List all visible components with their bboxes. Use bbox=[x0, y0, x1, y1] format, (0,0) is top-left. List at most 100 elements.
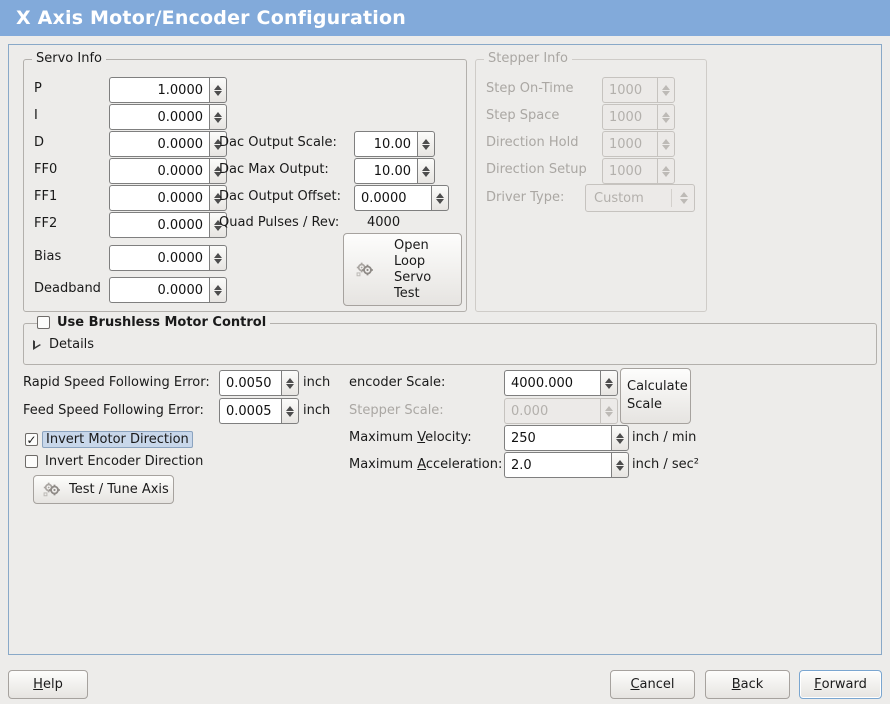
dac-max-output-input[interactable]: 10.00 bbox=[354, 158, 417, 184]
spin-down-icon[interactable] bbox=[214, 117, 222, 123]
spin-down-icon[interactable] bbox=[214, 198, 222, 204]
servo-ff1-spinbutton[interactable]: 0.0000 bbox=[109, 185, 227, 211]
servo-ff1-stepper[interactable] bbox=[209, 185, 227, 211]
chevron-right-icon[interactable] bbox=[33, 339, 41, 350]
servo-ff1-input[interactable]: 0.0000 bbox=[109, 185, 209, 211]
dac-output-scale-spinbutton[interactable]: 10.00 bbox=[354, 131, 435, 157]
spin-up-icon[interactable] bbox=[436, 192, 444, 198]
use-brushless-motor-control-checkbox[interactable]: ✓ Use Brushless Motor Control bbox=[37, 315, 266, 330]
spin-up-icon[interactable] bbox=[422, 165, 430, 171]
servo-bias-input[interactable]: 0.0000 bbox=[109, 245, 209, 271]
feed-following-error-stepper[interactable] bbox=[281, 398, 299, 424]
invert-encoder-direction-checkbox[interactable]: ✓ Invert Encoder Direction bbox=[25, 454, 203, 469]
spin-up-icon[interactable] bbox=[616, 459, 624, 465]
rapid-following-error-input[interactable]: 0.0050 bbox=[219, 370, 281, 396]
help-button-key: H bbox=[33, 677, 43, 692]
maximum-acceleration-stepper[interactable] bbox=[611, 452, 629, 478]
rapid-following-error-stepper[interactable] bbox=[281, 370, 299, 396]
maximum-velocity-spinbutton[interactable]: 250 bbox=[504, 425, 629, 451]
open-loop-servo-test-button[interactable]: Open Loop Servo Test bbox=[343, 233, 462, 306]
servo-d-stepper[interactable] bbox=[209, 131, 227, 157]
servo-ff0-spinbutton[interactable]: 0.0000 bbox=[109, 158, 227, 184]
rapid-following-error-spinbutton[interactable]: 0.0050 bbox=[219, 370, 299, 396]
servo-bias-spinbutton[interactable]: 0.0000 bbox=[109, 245, 227, 271]
spin-up-icon[interactable] bbox=[422, 138, 430, 144]
spin-down-icon[interactable] bbox=[214, 90, 222, 96]
dac-max-output-spinbutton[interactable]: 10.00 bbox=[354, 158, 435, 184]
maximum-acceleration-input[interactable]: 2.0 bbox=[504, 452, 611, 478]
spin-down-icon[interactable] bbox=[214, 290, 222, 296]
feed-following-error-spinbutton[interactable]: 0.0005 bbox=[219, 398, 299, 424]
servo-i-stepper[interactable] bbox=[209, 104, 227, 130]
maximum-acceleration-spinbutton[interactable]: 2.0 bbox=[504, 452, 629, 478]
spin-up-icon[interactable] bbox=[214, 284, 222, 290]
spin-down-icon[interactable] bbox=[616, 465, 624, 471]
dac-output-offset-input[interactable]: 0.0000 bbox=[354, 185, 431, 211]
invert-encoder-checkbox-box[interactable]: ✓ bbox=[25, 455, 38, 468]
servo-d-spinbutton[interactable]: 0.0000 bbox=[109, 131, 227, 157]
spin-down-icon[interactable] bbox=[214, 144, 222, 150]
servo-ff0-stepper[interactable] bbox=[209, 158, 227, 184]
servo-deadband-input[interactable]: 0.0000 bbox=[109, 277, 209, 303]
calculate-scale-button[interactable]: Calculate Scale bbox=[620, 368, 691, 424]
spin-up-icon[interactable] bbox=[616, 432, 624, 438]
servo-ff2-spinbutton[interactable]: 0.0000 bbox=[109, 212, 227, 238]
spin-up-icon[interactable] bbox=[286, 405, 294, 411]
spin-down-icon bbox=[662, 90, 670, 96]
spin-up-icon[interactable] bbox=[214, 252, 222, 258]
encoder-scale-input[interactable]: 4000.000 bbox=[504, 370, 600, 396]
dac-output-scale-input[interactable]: 10.00 bbox=[354, 131, 417, 157]
servo-p-input[interactable]: 1.0000 bbox=[109, 77, 209, 103]
spin-down-icon[interactable] bbox=[616, 438, 624, 444]
spin-down-icon[interactable] bbox=[214, 225, 222, 231]
servo-ff2-stepper[interactable] bbox=[209, 212, 227, 238]
dac-max-output-stepper[interactable] bbox=[417, 158, 435, 184]
spin-up-icon[interactable] bbox=[286, 377, 294, 383]
encoder-scale-spinbutton[interactable]: 4000.000 bbox=[504, 370, 618, 396]
servo-i-spinbutton[interactable]: 0.0000 bbox=[109, 104, 227, 130]
spin-down-icon[interactable] bbox=[422, 171, 430, 177]
encoder-scale-stepper[interactable] bbox=[600, 370, 618, 396]
invert-motor-direction-checkbox[interactable]: ✓ Invert Motor Direction bbox=[25, 431, 193, 448]
spin-down-icon[interactable] bbox=[422, 144, 430, 150]
maximum-velocity-stepper[interactable] bbox=[611, 425, 629, 451]
spin-up-icon[interactable] bbox=[214, 111, 222, 117]
test-tune-axis-button[interactable]: Test / Tune Axis bbox=[33, 475, 174, 504]
details-expander[interactable]: Details bbox=[33, 337, 94, 352]
dac-output-offset-stepper[interactable] bbox=[431, 185, 449, 211]
maximum-velocity-input[interactable]: 250 bbox=[504, 425, 611, 451]
spin-up-icon[interactable] bbox=[214, 192, 222, 198]
spin-up-icon[interactable] bbox=[214, 165, 222, 171]
spin-down-icon[interactable] bbox=[214, 258, 222, 264]
spin-down-icon[interactable] bbox=[286, 383, 294, 389]
servo-bias-stepper[interactable] bbox=[209, 245, 227, 271]
spin-down-icon[interactable] bbox=[436, 198, 444, 204]
spin-up-icon[interactable] bbox=[214, 138, 222, 144]
dac-output-scale-stepper[interactable] bbox=[417, 131, 435, 157]
spin-up-icon[interactable] bbox=[214, 219, 222, 225]
servo-p-spinbutton[interactable]: 1.0000 bbox=[109, 77, 227, 103]
use-brushless-checkbox-box[interactable]: ✓ bbox=[37, 316, 50, 329]
feed-following-error-input[interactable]: 0.0005 bbox=[219, 398, 281, 424]
spin-up-icon[interactable] bbox=[605, 377, 613, 383]
invert-motor-checkbox-box[interactable]: ✓ bbox=[25, 433, 38, 446]
servo-i-input[interactable]: 0.0000 bbox=[109, 104, 209, 130]
details-expander-label: Details bbox=[49, 337, 95, 352]
dac-output-offset-spinbutton[interactable]: 0.0000 bbox=[354, 185, 449, 211]
servo-deadband-spinbutton[interactable]: 0.0000 bbox=[109, 277, 227, 303]
spin-down-icon[interactable] bbox=[605, 383, 613, 389]
servo-deadband-stepper[interactable] bbox=[209, 277, 227, 303]
driver-type-label: Driver Type: bbox=[486, 190, 565, 205]
servo-d-input[interactable]: 0.0000 bbox=[109, 131, 209, 157]
step-on-time-label: Step On-Time bbox=[486, 81, 574, 96]
spin-down-icon[interactable] bbox=[214, 171, 222, 177]
spin-down-icon[interactable] bbox=[286, 411, 294, 417]
servo-ff2-input[interactable]: 0.0000 bbox=[109, 212, 209, 238]
servo-p-stepper[interactable] bbox=[209, 77, 227, 103]
servo-ff0-input[interactable]: 0.0000 bbox=[109, 158, 209, 184]
spin-up-icon[interactable] bbox=[214, 84, 222, 90]
